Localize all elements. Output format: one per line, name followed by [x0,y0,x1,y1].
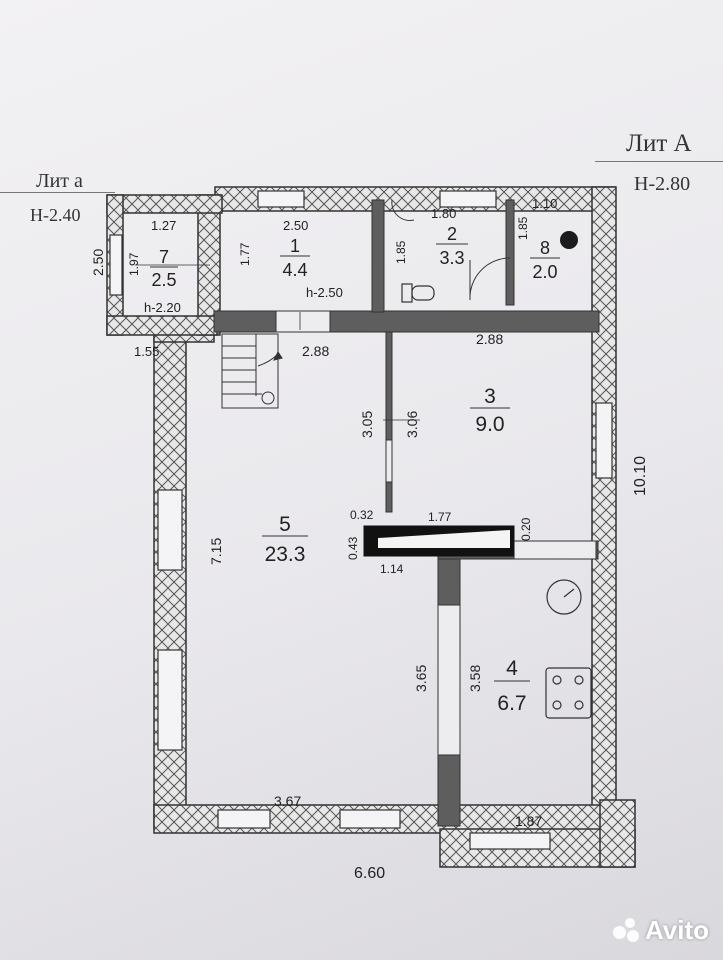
dim-7-15: 7.15 [208,538,224,565]
dim-3-05: 3.05 [359,411,375,438]
room-1-number: 1 [290,236,300,256]
stove-icon [545,667,592,719]
windows [109,190,613,850]
room-8-area: 2.0 [532,262,557,282]
dim-2-88-b: 2.88 [476,331,503,347]
avito-watermark-text: Avito [644,915,709,945]
chimney [363,525,515,557]
dim-1-27: 1.27 [151,218,176,233]
dim-0-43: 0.43 [346,536,360,560]
room-1-area: 4.4 [282,260,307,280]
dim-h2-20: h-2.20 [144,300,181,315]
dim-3-58: 3.58 [467,665,483,692]
dim-1-85-b: 1.85 [516,216,530,240]
dim-1-87: 1.87 [515,813,542,829]
boiler-icon [560,231,578,249]
dim-1-10: 1.10 [532,196,557,211]
dimension-lines [135,264,420,421]
room-labels: 7 2.5 1 4.4 2 3.3 8 2.0 3 9.0 5 23.3 4 6… [150,224,560,715]
dim-1-97: 1.97 [127,252,141,276]
dim-2-50-top: 2.50 [283,218,308,233]
door-swing-arcs [391,199,511,301]
dimension-labels: 2.50 1.97 1.27 h-2.20 1.55 1.77 2.50 h-2… [90,196,649,882]
room-5-number: 5 [279,513,291,536]
dim-1-80: 1.80 [431,206,456,221]
avito-watermark: Avito [612,915,709,946]
room-4-number: 4 [506,657,518,680]
dim-1-14: 1.14 [380,562,404,576]
dim-1-77-b: 1.77 [428,510,452,524]
lit-a-small-label: Лит а [36,170,83,192]
dim-0-20: 0.20 [519,517,533,541]
door-openings [275,310,597,756]
dim-3-67: 3.67 [274,793,301,809]
lit-a-big-label: Лит А [626,130,692,157]
dim-2-88-a: 2.88 [302,343,329,359]
room-3-area: 9.0 [475,413,504,436]
dim-10-10: 10.10 [632,456,649,496]
toilet-icon [401,283,435,303]
meter-icon [546,579,582,615]
room-2-number: 2 [447,224,457,244]
room-2-area: 3.3 [439,248,464,268]
header-line-left [0,192,115,193]
room-7-number: 7 [159,247,169,267]
dim-6-60: 6.60 [354,865,385,882]
dim-1-77-a: 1.77 [238,242,252,266]
height-small-label: Н-2.40 [30,205,81,225]
room-8-number: 8 [540,238,550,258]
dim-h2-50: h-2.50 [306,285,343,300]
room-4-area: 6.7 [497,692,526,715]
dim-1-55: 1.55 [134,344,159,359]
staircase [221,333,283,409]
dim-3-06: 3.06 [404,411,420,438]
dim-2-50-left: 2.50 [90,249,106,276]
avito-logo-icon [612,917,639,944]
room-5-area: 23.3 [265,543,306,566]
dim-1-85-a: 1.85 [394,240,408,264]
room-7-area: 2.5 [151,270,176,290]
dim-3-65: 3.65 [413,665,429,692]
header-line-right [595,161,723,162]
height-big-label: Н-2.80 [634,173,691,195]
dim-0-32: 0.32 [350,508,374,522]
interior-partitions [213,199,600,827]
room-3-number: 3 [484,385,496,408]
